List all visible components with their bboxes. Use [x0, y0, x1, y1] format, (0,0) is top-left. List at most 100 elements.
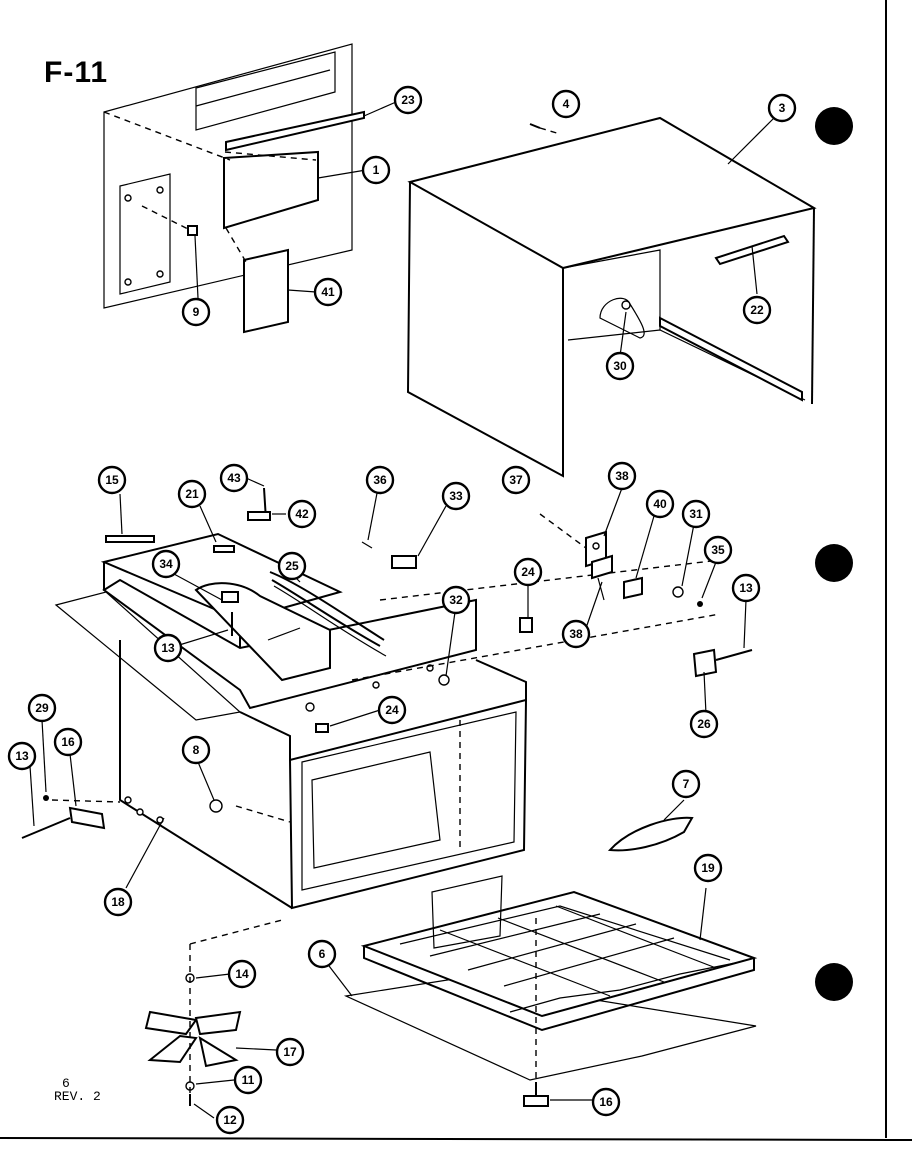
- callout-circle: [361, 155, 391, 185]
- callout-label: 23: [401, 93, 415, 107]
- callout-label: 11: [242, 1073, 255, 1087]
- callout-label: 32: [449, 593, 463, 607]
- callout-9: 9: [181, 297, 211, 327]
- callout-11: 11: [233, 1065, 263, 1095]
- callout-circle: [605, 351, 635, 381]
- callout-label: 40: [653, 497, 667, 511]
- callout-32: 32: [441, 585, 471, 615]
- callout-circle: [103, 887, 133, 917]
- callout-17: 17: [275, 1037, 305, 1067]
- callout-31: 31: [681, 499, 711, 529]
- callout-6: 6: [307, 939, 337, 969]
- callout-26: 26: [689, 709, 719, 739]
- callout-circle: [7, 741, 37, 771]
- callout-circle: [607, 461, 637, 491]
- callout-14: 14: [227, 959, 257, 989]
- callout-label: 7: [683, 777, 690, 791]
- page-footer: 6 REV. 2: [54, 1077, 101, 1103]
- callout-label: 4: [563, 97, 570, 111]
- bottom-border-line: [0, 1137, 912, 1141]
- callout-label: 35: [711, 543, 725, 557]
- callout-circle: [275, 1037, 305, 1067]
- callout-label: 36: [373, 473, 387, 487]
- callout-label: 1: [373, 163, 380, 177]
- binder-hole-icon: [815, 107, 853, 145]
- callout-21: 21: [177, 479, 207, 509]
- callout-13: 13: [153, 633, 183, 663]
- callout-label: 19: [701, 861, 715, 875]
- callout-circle: [27, 693, 57, 723]
- callout-label: 25: [285, 559, 299, 573]
- callout-circle: [441, 585, 471, 615]
- callout-30: 30: [605, 351, 635, 381]
- callout-circle: [767, 93, 797, 123]
- callout-circle: [693, 853, 723, 883]
- callout-label: 18: [111, 895, 125, 909]
- callout-circle: [645, 489, 675, 519]
- callout-33: 33: [441, 481, 471, 511]
- callout-circle: [365, 465, 395, 495]
- callout-label: 34: [159, 557, 173, 571]
- callout-circle: [591, 1087, 621, 1117]
- binder-hole-icon: [815, 544, 853, 582]
- left-side-parts: [21, 795, 121, 839]
- callout-label: 13: [161, 641, 175, 655]
- cabinet-wrapper: [406, 116, 817, 478]
- callout-circle: [227, 959, 257, 989]
- callout-circle: [377, 695, 407, 725]
- callout-label: 3: [779, 101, 786, 115]
- callout-23: 23: [393, 85, 423, 115]
- control-brackets: [519, 513, 753, 852]
- callout-24: 24: [377, 695, 407, 725]
- callout-29: 29: [27, 693, 57, 723]
- callout-label: 33: [449, 489, 463, 503]
- callout-41: 41: [313, 277, 343, 307]
- callout-label: 16: [61, 735, 75, 749]
- callout-16: 16: [591, 1087, 621, 1117]
- callout-label: 42: [295, 507, 309, 521]
- base-pan: [343, 875, 758, 1107]
- fan-blade-assembly: [144, 919, 283, 1106]
- callout-circle: [501, 465, 531, 495]
- callout-label: 15: [105, 473, 119, 487]
- callout-34: 34: [151, 549, 181, 579]
- figure-title: F-11: [44, 56, 109, 89]
- callout-label: 24: [521, 565, 535, 579]
- callout-label: 9: [193, 305, 200, 319]
- callout-1: 1: [361, 155, 391, 185]
- callout-label: 21: [185, 487, 199, 501]
- callout-circle: [731, 573, 761, 603]
- callout-label: 13: [739, 581, 753, 595]
- callout-label: 13: [15, 749, 29, 763]
- callout-8: 8: [181, 735, 211, 765]
- callout-label: 6: [319, 947, 326, 961]
- callout-circle: [307, 939, 337, 969]
- callout-40: 40: [645, 489, 675, 519]
- callout-18: 18: [103, 887, 133, 917]
- callout-label: 38: [569, 627, 583, 641]
- callout-label: 8: [193, 743, 200, 757]
- callout-35: 35: [703, 535, 733, 565]
- callout-circle: [181, 735, 211, 765]
- callout-16: 16: [53, 727, 83, 757]
- callout-7: 7: [671, 769, 701, 799]
- callout-circle: [53, 727, 83, 757]
- callout-circle: [153, 633, 183, 663]
- callout-label: 26: [697, 717, 711, 731]
- callout-22: 22: [742, 295, 772, 325]
- callout-circle: [681, 499, 711, 529]
- callout-label: 38: [615, 469, 629, 483]
- page-number: 6: [62, 1076, 70, 1091]
- callout-label: 29: [35, 701, 49, 715]
- callout-label: 12: [223, 1113, 237, 1127]
- callout-circle: [151, 549, 181, 579]
- front-panel-assembly: [103, 43, 365, 334]
- callout-label: 17: [283, 1045, 297, 1059]
- callout-12: 12: [215, 1105, 245, 1135]
- callout-3: 3: [767, 93, 797, 123]
- callout-38: 38: [607, 461, 637, 491]
- callout-circle: [181, 297, 211, 327]
- callout-label: 31: [689, 507, 703, 521]
- binder-hole-icon: [815, 963, 853, 1001]
